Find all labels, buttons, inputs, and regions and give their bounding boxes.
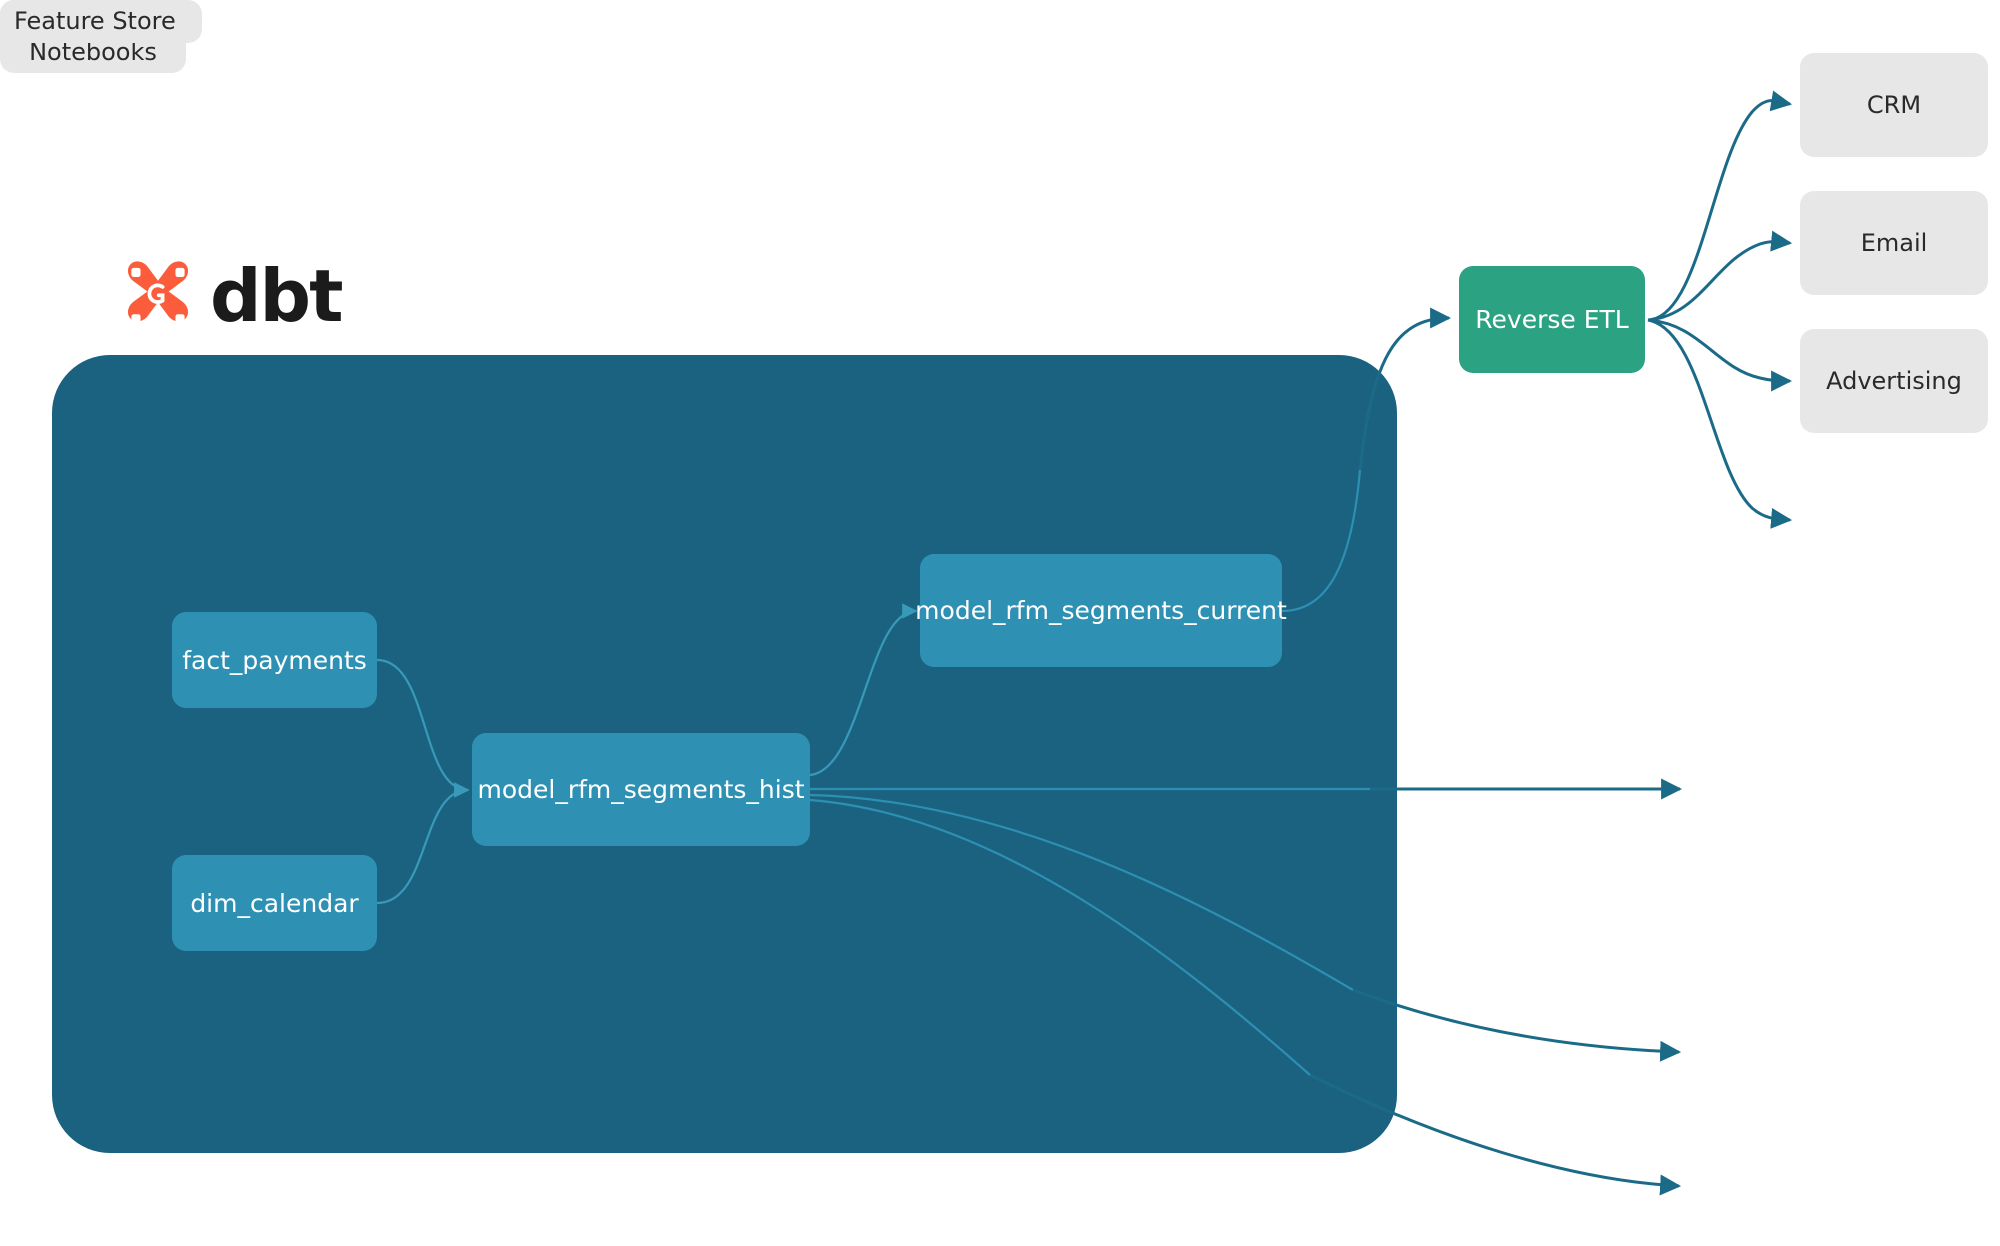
edge-reverse-etl-to-advertising bbox=[1647, 318, 1793, 392]
node-model-rfm-segments-current-label: model_rfm_segments_current bbox=[915, 596, 1287, 625]
node-fact-payments-label: fact_payments bbox=[182, 645, 367, 675]
node-model-rfm-segments-hist-label: model_rfm_segments_hist bbox=[477, 775, 805, 804]
edge-reverse-etl-to-sms-push bbox=[1647, 318, 1793, 529]
node-crm-label: CRM bbox=[1866, 90, 1922, 119]
node-advertising-label: Advertising bbox=[1826, 366, 1962, 395]
node-feature-store[interactable]: Feature Store bbox=[0, 0, 190, 43]
node-reverse-etl-label: Reverse ETL bbox=[1475, 305, 1629, 334]
edge-reverse-etl-to-email bbox=[1647, 230, 1793, 322]
node-reverse-etl[interactable]: Reverse ETL bbox=[1459, 266, 1645, 373]
node-model-rfm-segments-current[interactable]: model_rfm_segments_current bbox=[915, 554, 1287, 667]
dbt-wordmark: dbt bbox=[210, 254, 343, 338]
node-dim-calendar-label: dim_calendar bbox=[190, 888, 359, 918]
node-fact-payments[interactable]: fact_payments bbox=[172, 612, 377, 708]
node-dim-calendar[interactable]: dim_calendar bbox=[172, 855, 377, 951]
node-advertising[interactable]: Advertising bbox=[1800, 329, 1988, 433]
node-crm[interactable]: CRM bbox=[1800, 53, 1988, 157]
edge-rfm-hist-to-ds-notebooks bbox=[1352, 988, 1682, 1062]
node-email-label: Email bbox=[1860, 228, 1928, 257]
node-feature-store-label: Feature Store bbox=[14, 7, 176, 35]
dbt-logo-icon bbox=[127, 261, 189, 324]
dbt-logo: dbt bbox=[120, 254, 343, 338]
node-email[interactable]: Email bbox=[1800, 191, 1988, 295]
node-model-rfm-segments-hist[interactable]: model_rfm_segments_hist bbox=[472, 733, 810, 846]
edge-reverse-etl-to-crm bbox=[1647, 90, 1793, 322]
